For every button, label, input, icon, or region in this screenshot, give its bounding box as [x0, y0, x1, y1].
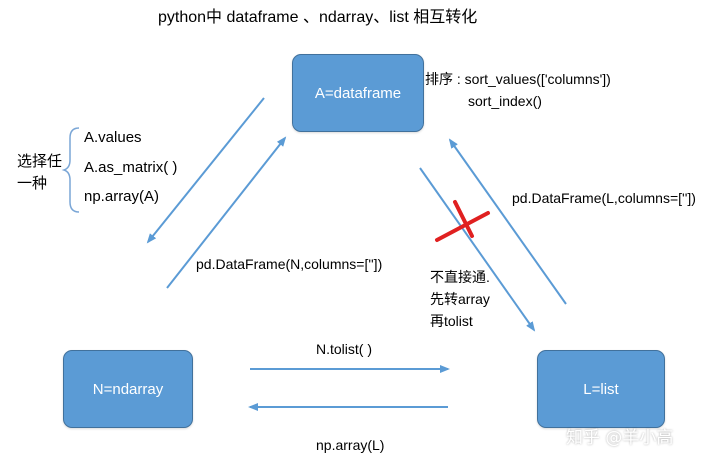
left-brace [61, 127, 80, 213]
crossed-note-line1: 不直接通. [430, 269, 490, 285]
arrow-l-to-a [448, 138, 567, 305]
cross-mark-icon [435, 200, 490, 242]
edge-label-l-to-n: np.array(L) [316, 437, 385, 453]
edge-label-n-to-a: pd.DataFrame(N,columns=['']) [196, 256, 383, 272]
crossed-note-line2: 先转array [430, 291, 490, 307]
left-group-label-line2: 一种 [17, 175, 48, 192]
sort-note-line1: 排序 : sort_values(['columns']) [425, 71, 611, 87]
watermark: 知乎 @羊小高 [566, 428, 674, 448]
edge-label-n-to-l: N.tolist( ) [316, 341, 372, 357]
sort-note-line2: sort_index() [468, 93, 542, 109]
node-list: L=list [537, 350, 665, 428]
left-group-item: A.as_matrix( ) [84, 159, 178, 176]
crossed-note-line3: 再tolist [430, 313, 473, 329]
arrow-a-to-l [419, 167, 536, 332]
left-group-item: A.values [84, 129, 142, 146]
left-group-item: np.array(A) [84, 188, 160, 205]
edge-label-l-to-a: pd.DataFrame(L,columns=['']) [512, 190, 696, 206]
left-group-label-line1: 选择任 [17, 153, 63, 170]
node-dataframe: A=dataframe [292, 54, 424, 132]
arrow-a-to-n [146, 97, 265, 244]
node-ndarray: N=ndarray [63, 350, 193, 428]
diagram-title: python中 dataframe 、ndarray、list 相互转化 [158, 9, 478, 26]
arrow-n-to-a [166, 136, 287, 289]
